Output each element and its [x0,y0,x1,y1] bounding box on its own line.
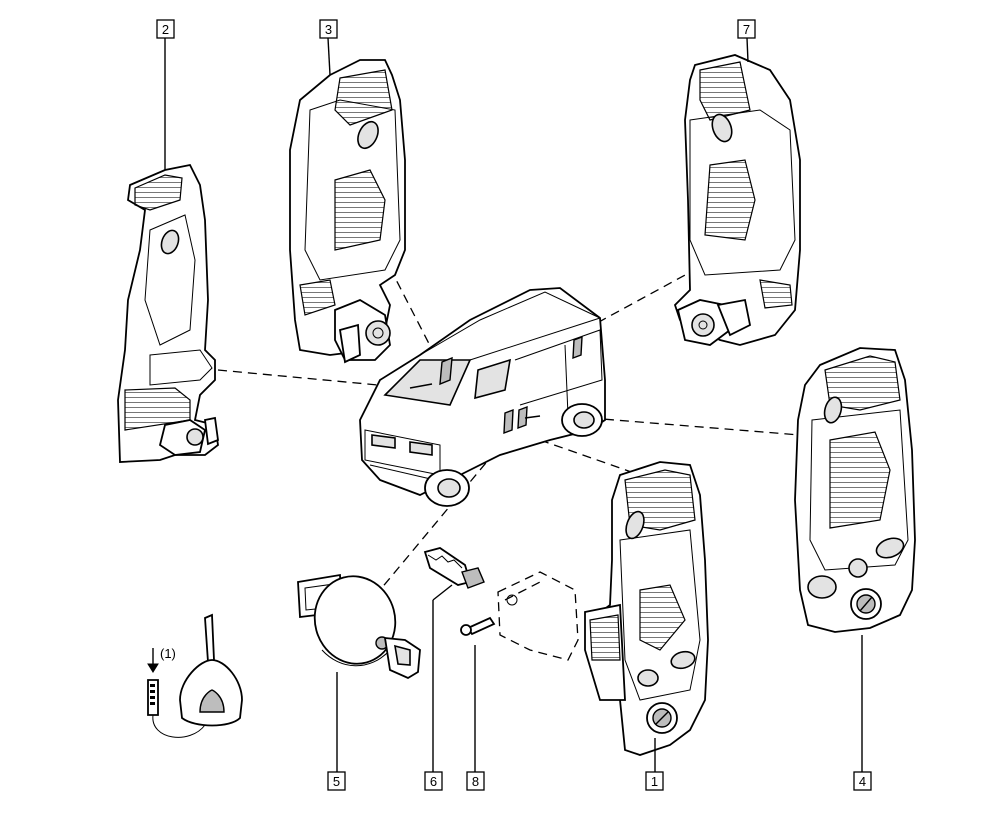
dashed-cover-part [497,571,579,661]
callout-8: 8 [466,771,485,791]
part-2-door-handle [117,163,219,463]
part-6-key [423,547,485,589]
svg-text:2: 2 [162,22,169,37]
svg-text:6: 6 [430,774,437,789]
callout-5: 5 [327,771,346,791]
svg-text:7: 7 [743,22,750,37]
svg-text:5: 5 [333,774,340,789]
van-illustration [359,287,606,507]
svg-text:1: 1 [651,774,658,789]
part-7-door-handle [673,54,801,346]
callout-1: 1 [645,771,664,791]
part-5-fuel-cap [297,573,421,680]
svg-text:8: 8 [472,774,479,789]
key-note-label: (1) [160,646,176,661]
callout-3: 3 [319,19,338,39]
callout-6: 6 [424,771,443,791]
svg-text:3: 3 [325,22,332,37]
part-1-door-handle [584,461,709,756]
remote-key [147,613,243,738]
callout-4: 4 [853,771,872,791]
callout-leaders [164,37,863,772]
part-4-door-handle [794,347,916,633]
part-8-screw [460,616,496,636]
svg-text:4: 4 [859,774,866,789]
callout-7: 7 [737,19,756,39]
part-3-door-handle [289,59,406,364]
callout-2: 2 [156,19,175,39]
